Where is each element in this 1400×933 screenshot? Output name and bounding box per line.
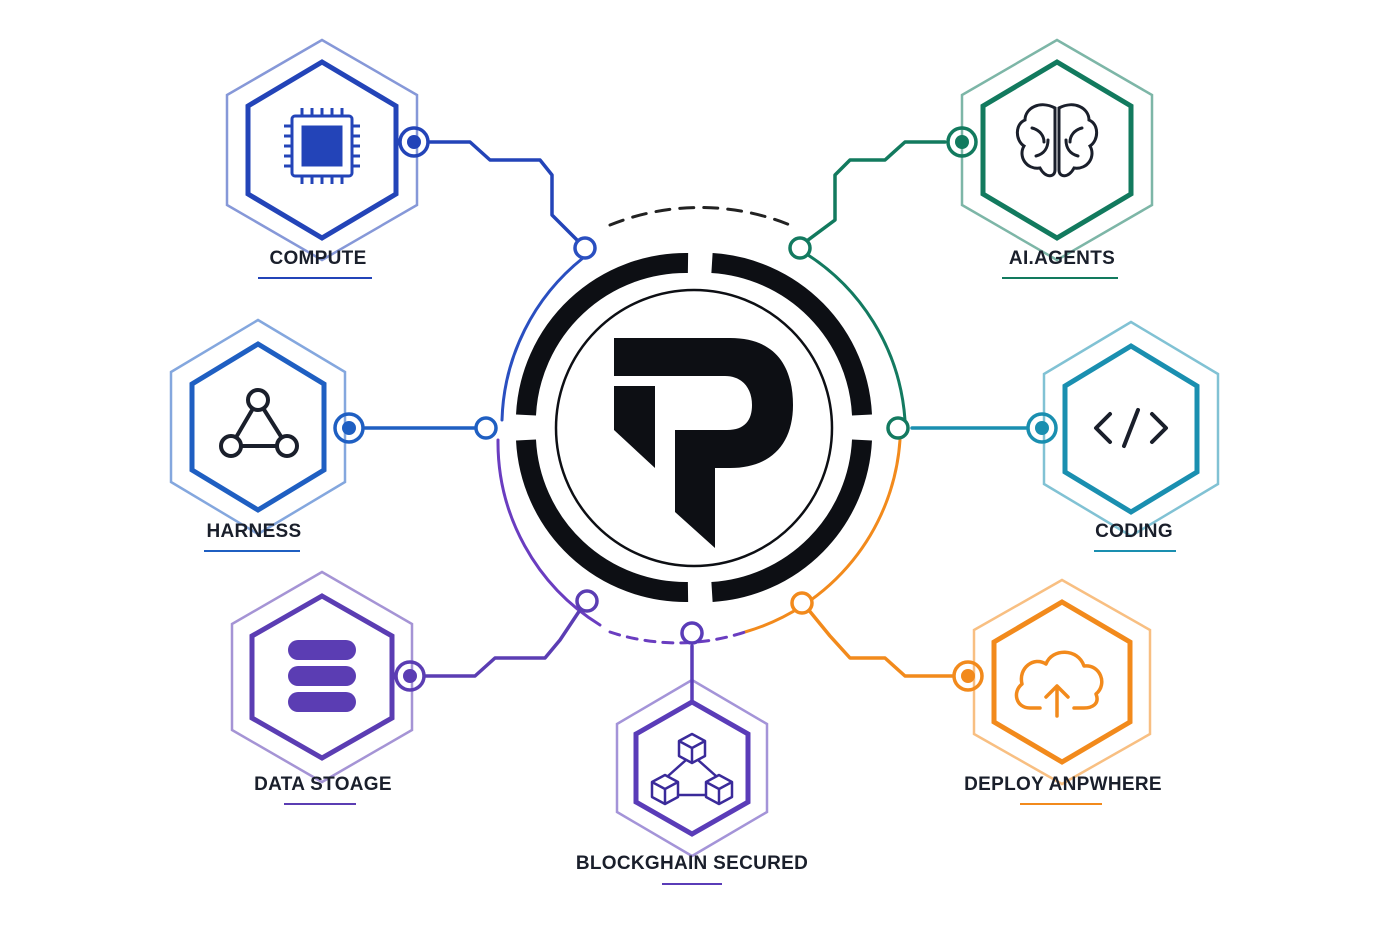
- brain-icon: [1015, 103, 1099, 178]
- node-deploy[interactable]: DEPLOY ANPWHERE: [964, 578, 1162, 805]
- cloud-upload-icon: [1014, 650, 1104, 718]
- hub-dot-deploy: [790, 591, 814, 615]
- hub-arc-blue: [500, 256, 585, 422]
- connector-ai-agents: [798, 140, 947, 248]
- hub-ring-segment-tl: [516, 252, 689, 416]
- cpu-chip-icon: [284, 108, 360, 184]
- node-ai-agents[interactable]: AI.AGENTS: [960, 38, 1154, 279]
- node-dot-core-deploy: [961, 669, 975, 683]
- hub-dot-compute: [573, 236, 597, 260]
- database-icon: [288, 640, 356, 712]
- hub-ring-segment-bl: [516, 439, 689, 603]
- hub-arc-purple: [496, 438, 602, 627]
- hex-inner-deploy: [991, 599, 1133, 765]
- hex-inner-blockchain: [633, 699, 751, 837]
- node-blockchain[interactable]: BLOCKGHAIN SECURED: [576, 678, 808, 885]
- node-dot-core-coding: [1035, 421, 1049, 435]
- node-dot-core-data-storage: [403, 669, 417, 683]
- label-data-storage: DATA STOAGE: [254, 774, 392, 795]
- node-coding[interactable]: CODING: [1042, 320, 1220, 552]
- hex-outer-coding: [1042, 320, 1220, 538]
- connector-compute: [428, 140, 585, 248]
- network-triangle-icon: [219, 388, 299, 458]
- hub-dot-data-storage: [575, 589, 599, 613]
- label-blockchain: BLOCKGHAIN SECURED: [576, 853, 808, 874]
- hub-dot-harness: [474, 416, 498, 440]
- label-ai-agents: AI.AGENTS: [1009, 248, 1115, 269]
- node-compute[interactable]: COMPUTE: [225, 38, 419, 279]
- node-dot-core-compute: [407, 135, 421, 149]
- hex-inner-ai-agents: [980, 59, 1134, 241]
- label-compute: COMPUTE: [269, 248, 366, 269]
- hex-inner-harness: [189, 341, 327, 513]
- hex-outer-data-storage: [230, 570, 414, 784]
- label-harness: HARNESS: [206, 521, 301, 542]
- hub-ring-segment-tr: [711, 253, 872, 416]
- hex-outer-deploy: [972, 578, 1152, 786]
- p-logo-icon: [614, 338, 793, 548]
- label-deploy: DEPLOY ANPWHERE: [964, 774, 1162, 795]
- hub-dot-ai-agents: [788, 236, 812, 260]
- hub-arc-green: [798, 248, 907, 422]
- hub-ring-segment-br: [711, 439, 872, 602]
- hex-outer-harness: [169, 318, 347, 536]
- hub-arc-orange: [743, 438, 902, 634]
- connector-deploy: [801, 601, 957, 678]
- hub-dot-coding: [886, 416, 910, 440]
- hex-outer-ai-agents: [960, 38, 1154, 262]
- central-hub: [496, 206, 907, 645]
- code-brackets-icon: [1094, 408, 1168, 448]
- node-harness[interactable]: HARNESS: [169, 318, 347, 552]
- connectors: [333, 126, 1058, 702]
- node-data-storage[interactable]: DATA STOAGE: [230, 570, 414, 805]
- hex-outer-blockchain: [615, 678, 769, 858]
- hub-arc-bottom: [608, 630, 747, 645]
- hub-arc-top: [608, 206, 792, 227]
- hex-outer-compute: [225, 38, 419, 262]
- label-coding: CODING: [1095, 521, 1173, 542]
- hub-dot-blockchain: [680, 621, 704, 645]
- connector-data-storage: [423, 599, 588, 678]
- blocks-icon: [650, 732, 734, 806]
